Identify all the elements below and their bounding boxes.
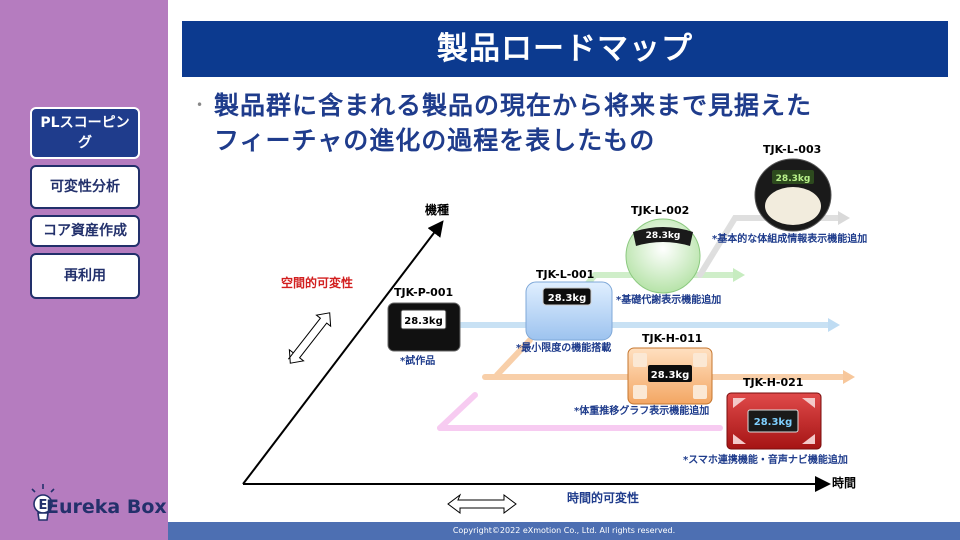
arrowhead-green bbox=[733, 268, 745, 282]
scale-tjk-h-011: 28.3kg bbox=[627, 347, 713, 405]
nav-item-label: コア資産作成 bbox=[43, 223, 127, 239]
product-id-tjk-l-002: TJK-L-002 bbox=[631, 204, 689, 217]
stream-pink-branch bbox=[437, 392, 478, 431]
scale-display: 28.3kg bbox=[646, 231, 681, 241]
spatial-double-arrow-icon bbox=[287, 312, 332, 364]
lightbulb-icon: E bbox=[31, 484, 55, 521]
scale-display: 28.3kg bbox=[548, 293, 586, 304]
product-id-tjk-l-003: TJK-L-003 bbox=[763, 143, 821, 156]
copyright-text: Copyright©2022 eXmotion Co., Ltd. All ri… bbox=[452, 526, 676, 535]
arrowhead-blue bbox=[828, 318, 840, 332]
footer: Copyright©2022 eXmotion Co., Ltd. All ri… bbox=[168, 522, 960, 540]
feature-tjk-l-002: *基礎代謝表示機能追加 bbox=[616, 293, 721, 306]
product-id-tjk-l-001: TJK-L-001 bbox=[536, 268, 594, 281]
x-axis-label: 時間 bbox=[832, 475, 856, 490]
scale-display: 28.3kg bbox=[776, 174, 811, 184]
eureka-box-logo: E Eureka Box bbox=[28, 482, 167, 528]
logo-text: Eureka Box bbox=[46, 496, 167, 518]
feature-tjk-p-001: *試作品 bbox=[400, 354, 435, 367]
title-bar: 製品ロードマップ bbox=[182, 21, 948, 77]
feature-tjk-l-003: *基本的な体組成情報表示機能追加 bbox=[712, 232, 867, 245]
scale-tjk-h-021: 28.3kg bbox=[726, 392, 822, 450]
nav-item-reuse[interactable]: 再利用 bbox=[30, 253, 140, 299]
nav-item-pl-scoping[interactable]: PLスコーピング bbox=[30, 107, 140, 159]
product-id-tjk-h-011: TJK-H-011 bbox=[642, 332, 702, 345]
stream-gray bbox=[697, 215, 843, 278]
svg-text:E: E bbox=[39, 498, 48, 513]
nav-item-label: 可変性分析 bbox=[50, 179, 120, 195]
temporal-variability-label: 時間的可変性 bbox=[567, 490, 639, 505]
page-title: 製品ロードマップ bbox=[437, 31, 693, 67]
nav-item-label: PLスコーピング bbox=[40, 115, 130, 151]
arrowhead-orange bbox=[843, 370, 855, 384]
sidebar-nav: PLスコーピング 可変性分析 コア資産作成 再利用 bbox=[26, 107, 144, 305]
y-axis bbox=[242, 220, 444, 485]
scale-tjk-l-002: 28.3kg bbox=[625, 218, 701, 294]
bullet-icon: • bbox=[196, 98, 204, 112]
feature-tjk-h-011: *体重推移グラフ表示機能追加 bbox=[574, 404, 709, 417]
product-id-tjk-h-021: TJK-H-021 bbox=[743, 376, 803, 389]
lead-line-2: フィーチャの進化の過程を表したもの bbox=[214, 126, 656, 155]
scale-display: 28.3kg bbox=[754, 417, 792, 428]
nav-item-label: 再利用 bbox=[64, 268, 106, 284]
stream-orange-branch bbox=[494, 337, 533, 378]
scale-tjk-l-003: 28.3kg bbox=[754, 158, 832, 232]
lead-text: 製品群に含まれる製品の現在から将来まで見据えた フィーチャの進化の過程を表したも… bbox=[214, 88, 934, 158]
scale-display: 28.3kg bbox=[404, 316, 442, 327]
arrowhead-gray bbox=[838, 211, 850, 225]
product-id-tjk-p-001: TJK-P-001 bbox=[394, 286, 453, 299]
scale-display: 28.3kg bbox=[651, 370, 689, 381]
scale-tjk-p-001: 28.3kg bbox=[387, 302, 461, 352]
stream-arrowheads bbox=[733, 211, 855, 384]
nav-item-variability-analysis[interactable]: 可変性分析 bbox=[30, 165, 140, 209]
nav-item-core-asset-creation[interactable]: コア資産作成 bbox=[30, 215, 140, 247]
spatial-variability-label: 空間的可変性 bbox=[281, 275, 353, 290]
y-axis-label: 機種 bbox=[425, 202, 449, 217]
lead-line-1: 製品群に含まれる製品の現在から将来まで見据えた bbox=[214, 91, 813, 120]
temporal-double-arrow-icon bbox=[447, 493, 517, 514]
feature-tjk-l-001: *最小限度の機能搭載 bbox=[516, 341, 611, 354]
sidebar: PLスコーピング 可変性分析 コア資産作成 再利用 E Eureka Box bbox=[0, 0, 168, 540]
scale-tjk-l-001: 28.3kg bbox=[525, 281, 613, 341]
feature-tjk-h-021: *スマホ連携機能・音声ナビ機能追加 bbox=[683, 453, 848, 466]
